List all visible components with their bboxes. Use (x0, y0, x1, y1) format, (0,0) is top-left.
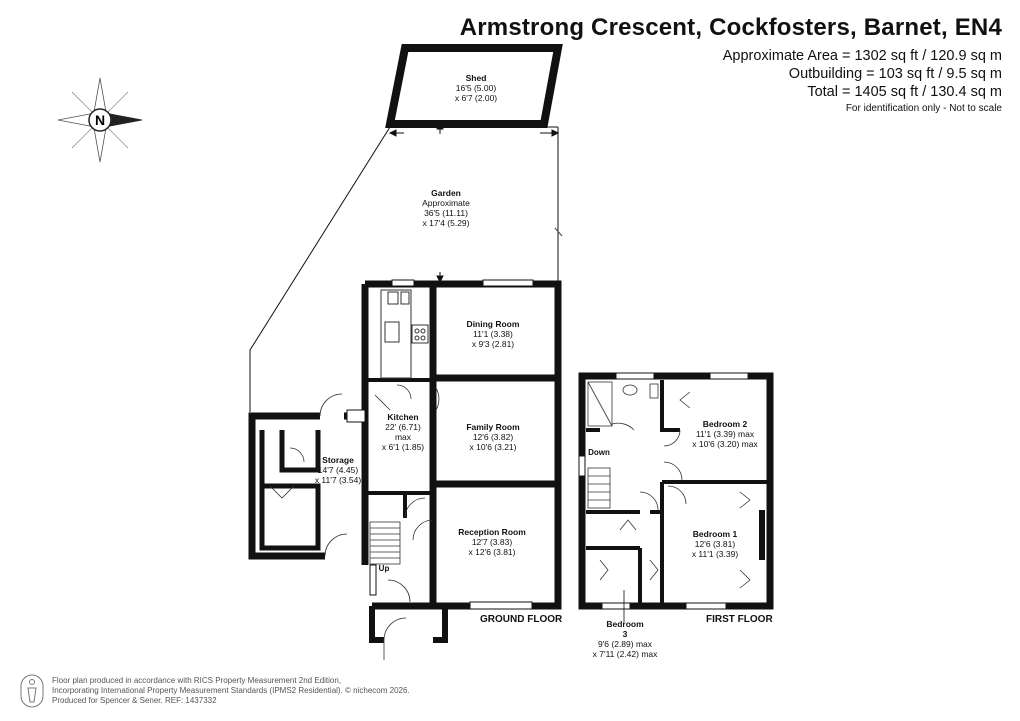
storage-cupboards (259, 430, 321, 551)
room-label-reception-room: Reception Room 12'7 (3.83) x 12'6 (3.81) (458, 527, 526, 557)
room-label-dining-room: Dining Room 11'1 (3.38) x 9'3 (2.81) (466, 319, 520, 349)
room-label-bedroom-1: Bedroom 1 12'6 (3.81) x 11'1 (3.39) (691, 529, 739, 559)
first-floor-windows (578, 372, 749, 610)
porch-walls (369, 603, 448, 643)
first-floor-label: FIRST FLOOR (706, 614, 773, 625)
compass-letter: N (95, 112, 105, 128)
approximate-area: Approximate Area = 1302 sq ft / 120.9 sq… (722, 48, 1002, 64)
footer-line-1: Floor plan produced in accordance with R… (52, 676, 342, 685)
footer-line-2: Incorporating International Property Mea… (52, 686, 410, 695)
storage-doors (269, 393, 348, 557)
storage-window (346, 409, 366, 423)
outbuilding-area: Outbuilding = 103 sq ft / 9.5 sq m (788, 66, 1002, 82)
ground-stairs (369, 521, 401, 565)
garden-tap (554, 227, 563, 237)
room-label-family-room: Family Room 12'6 (3.82) x 10'6 (3.21) (466, 422, 520, 452)
ground-windows (391, 279, 534, 610)
shed-outline (385, 44, 563, 128)
front-door (387, 579, 411, 603)
kitchen-fittings (380, 289, 429, 379)
room-label-kitchen: Kitchen 22' (6.71) max x 6'1 (1.85) (381, 412, 425, 452)
garden-arrows (388, 120, 560, 284)
accessibility-icon (20, 674, 44, 708)
room-label-shed: Shed 16'5 (5.00) x 6'7 (2.00) (454, 73, 498, 103)
total-area: Total = 1405 sq ft / 130.4 sq m (807, 84, 1002, 100)
room-label-garden: Garden Approximate 36'5 (11.11) x 17'4 (… (422, 188, 470, 228)
room-label-storage: Storage 14'7 (4.45) x 11'7 (3.54) (314, 455, 362, 485)
identification-note: For identification only - Not to scale (845, 103, 1002, 114)
first-floor-internal-walls (586, 380, 770, 604)
ground-floor-label: GROUND FLOOR (480, 614, 563, 625)
garden-outline (249, 126, 391, 412)
hall-window (369, 564, 377, 596)
footer-line-3: Produced for Spencer & Sener. REF: 14373… (52, 696, 217, 705)
porch-door (383, 617, 407, 660)
ground-doors (374, 384, 440, 541)
stairs-up-label: Up (378, 564, 390, 573)
stairs-down-label: Down (588, 448, 610, 457)
first-floor-fittings (587, 381, 751, 589)
property-title: Armstrong Crescent, Cockfosters, Barnet,… (459, 14, 1002, 41)
first-floor-walls (578, 372, 774, 610)
room-label-bedroom-2: Bedroom 2 11'1 (3.39) max x 10'6 (3.20) … (692, 419, 758, 449)
room-label-bedroom-3: Bedroom 3 9'6 (2.89) max x 7'11 (2.42) m… (592, 619, 658, 659)
compass-icon: N (57, 77, 143, 163)
